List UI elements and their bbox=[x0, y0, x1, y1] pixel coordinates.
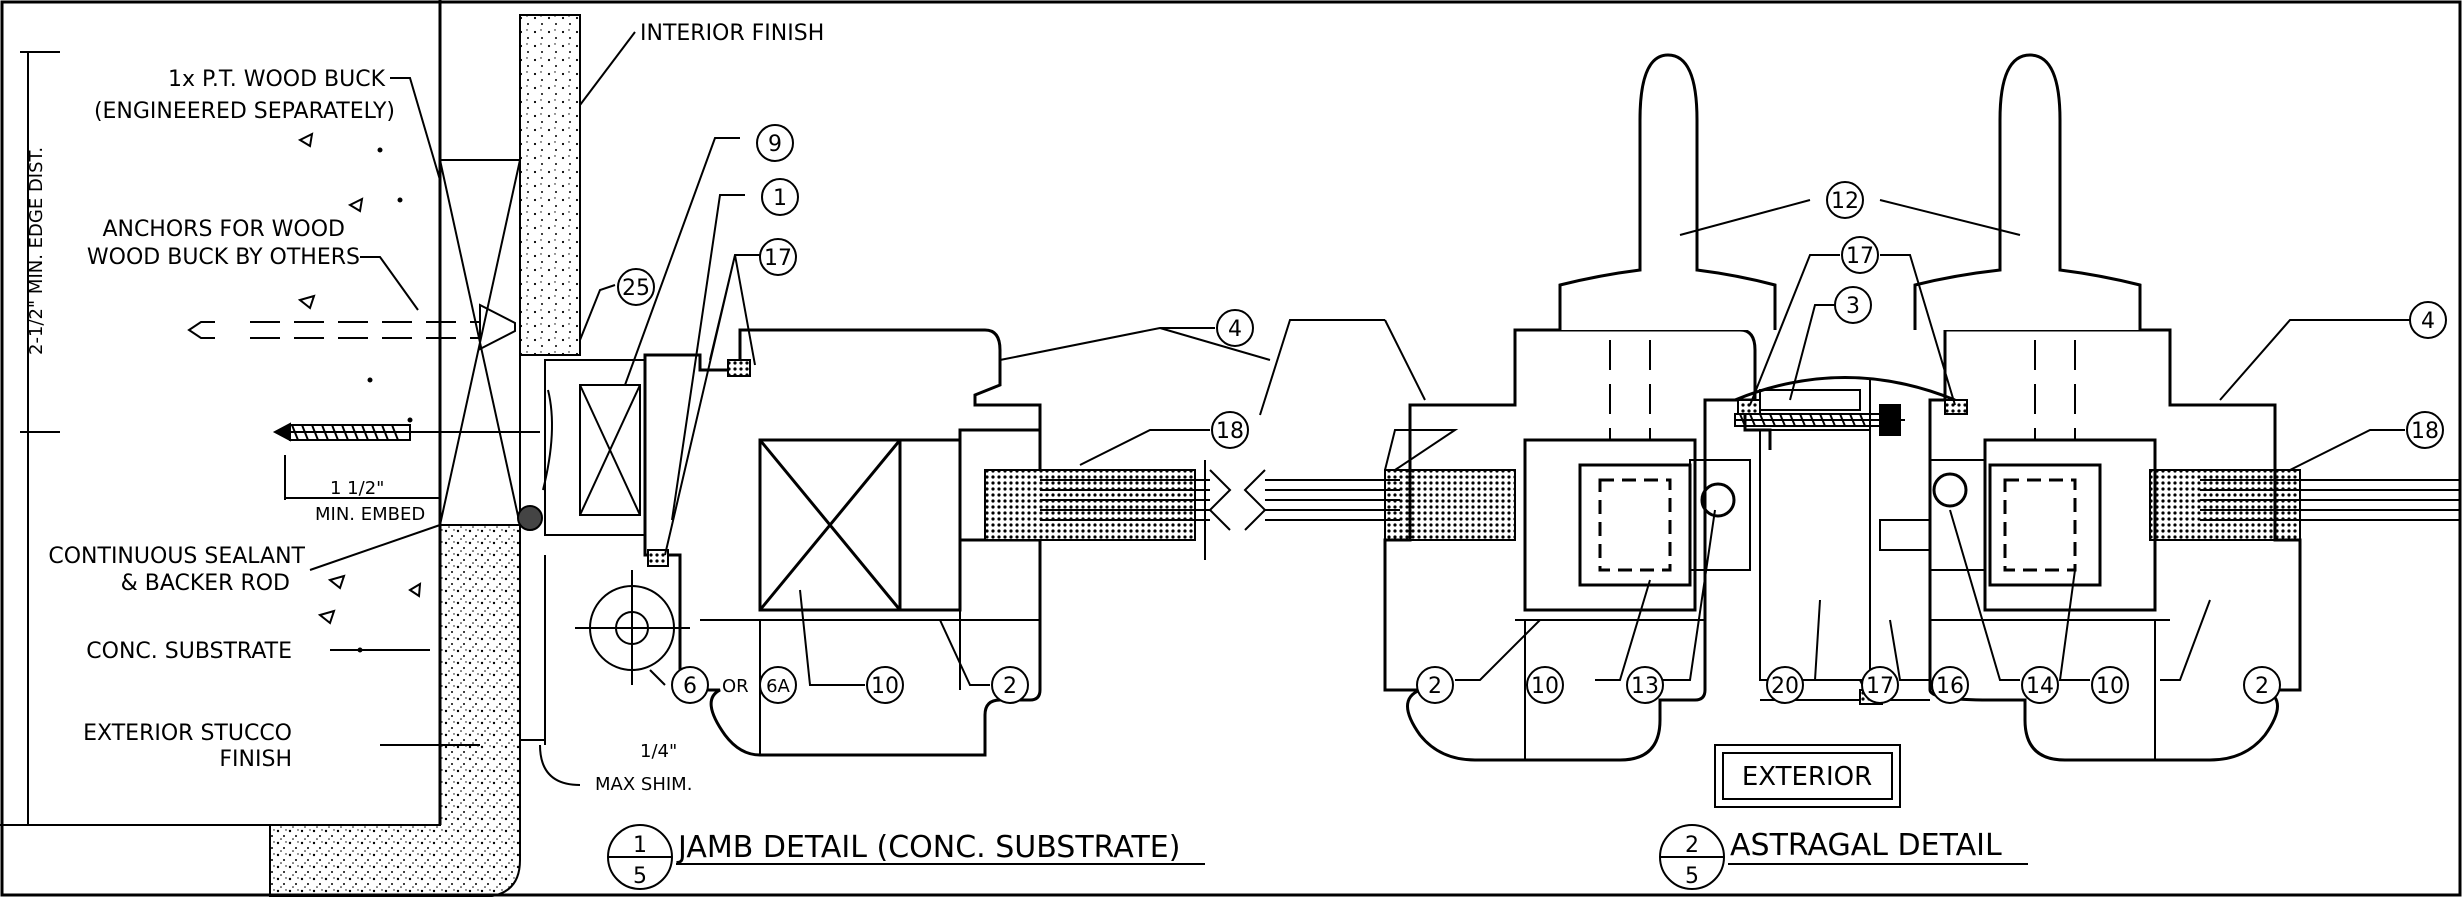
label-wood-buck-1: 1x P.T. WOOD BUCK bbox=[168, 67, 386, 92]
svg-text:12: 12 bbox=[1831, 189, 1859, 214]
svg-text:17: 17 bbox=[1866, 674, 1894, 699]
callout-4-right: 4 bbox=[2409, 301, 2447, 339]
callout-13: 13 bbox=[1626, 666, 1664, 704]
svg-text:4: 4 bbox=[2421, 309, 2435, 334]
label-or: OR bbox=[722, 676, 749, 697]
jamb-title-number: 1 bbox=[633, 833, 647, 858]
svg-text:4: 4 bbox=[1228, 317, 1242, 342]
svg-text:17: 17 bbox=[764, 246, 792, 271]
anchor-clip bbox=[575, 570, 690, 685]
astragal-glazing-left bbox=[1243, 469, 1516, 541]
label-shim-1: 1/4" bbox=[640, 741, 677, 762]
label-interior-finish: INTERIOR FINISH bbox=[640, 21, 824, 46]
callout-3: 3 bbox=[1834, 286, 1872, 324]
callout-16: 16 bbox=[1931, 666, 1969, 704]
astragal-detail: 12 17 3 4 18 2 10 13 20 17 16 14 10 2 EX… bbox=[1243, 53, 2460, 890]
callout-4: 4 bbox=[1216, 309, 1254, 347]
callout-18: 18 bbox=[1211, 411, 1249, 449]
astragal-sash-left bbox=[1383, 328, 1757, 762]
label-wood-buck-2: (ENGINEERED SEPARATELY) bbox=[94, 99, 395, 124]
callout-18-right: 18 bbox=[2406, 411, 2444, 449]
svg-text:2: 2 bbox=[2255, 674, 2269, 699]
svg-text:3: 3 bbox=[1846, 294, 1860, 319]
svg-text:17: 17 bbox=[1846, 244, 1874, 269]
callout-2-right: 2 bbox=[2243, 666, 2281, 704]
svg-text:13: 13 bbox=[1631, 674, 1659, 699]
callout-10: 10 bbox=[866, 666, 904, 704]
svg-text:14: 14 bbox=[2026, 674, 2054, 699]
label-sealant-1: CONTINUOUS SEALANT bbox=[48, 544, 305, 569]
svg-text:10: 10 bbox=[2096, 674, 2124, 699]
callout-9: 9 bbox=[756, 124, 794, 162]
svg-text:6: 6 bbox=[683, 674, 697, 699]
svg-text:10: 10 bbox=[1531, 674, 1559, 699]
astragal-title-text: ASTRAGAL DETAIL bbox=[1730, 828, 2002, 863]
label-embed-1: 1 1/2" bbox=[330, 478, 384, 499]
svg-text:1: 1 bbox=[773, 186, 787, 211]
callout-17: 17 bbox=[759, 238, 797, 276]
exterior-label-box: EXTERIOR bbox=[1714, 744, 1901, 808]
interior-finish-wall bbox=[519, 14, 581, 356]
callout-10-left: 10 bbox=[1526, 666, 1564, 704]
astragal-title: 2 5 ASTRAGAL DETAIL bbox=[1659, 824, 2028, 890]
anchor bbox=[187, 303, 516, 351]
callout-6: 6 bbox=[671, 666, 709, 704]
dimension-lines bbox=[20, 51, 546, 745]
label-edge-dist: 2-1/2" MIN. EDGE DIST. bbox=[26, 147, 47, 355]
svg-text:20: 20 bbox=[1771, 674, 1799, 699]
astragal-title-sheet: 5 bbox=[1685, 864, 1699, 889]
jamb-frame-extrusion bbox=[643, 328, 1042, 757]
callout-17-top: 17 bbox=[1841, 236, 1879, 274]
callout-2-left: 2 bbox=[1416, 666, 1454, 704]
astragal-glazing-right bbox=[2149, 469, 2460, 541]
callout-25: 25 bbox=[617, 268, 655, 306]
jamb-leaders bbox=[309, 31, 1271, 786]
svg-text:2: 2 bbox=[1428, 674, 1442, 699]
concrete-hatch bbox=[297, 132, 422, 653]
backer-rod bbox=[517, 505, 543, 531]
astragal-screw bbox=[1734, 404, 1905, 436]
label-sealant-2: & BACKER ROD bbox=[121, 571, 290, 596]
jamb-glazing bbox=[984, 460, 1232, 560]
svg-text:18: 18 bbox=[2411, 419, 2439, 444]
label-anchors-2: WOOD BUCK BY OTHERS bbox=[87, 245, 360, 270]
label-exterior: EXTERIOR bbox=[1742, 762, 1872, 792]
jamb-detail: INTERIOR FINISH 1x P.T. WOOD BUCK (ENGIN… bbox=[0, 0, 1271, 897]
label-anchors-1: ANCHORS FOR WOOD bbox=[102, 217, 345, 242]
label-shim-2: MAX SHIM. bbox=[595, 774, 692, 795]
callout-1: 1 bbox=[761, 178, 799, 216]
frame-spacer bbox=[542, 359, 646, 536]
label-embed-2: MIN. EMBED bbox=[315, 504, 425, 525]
svg-text:18: 18 bbox=[1216, 419, 1244, 444]
svg-text:10: 10 bbox=[871, 674, 899, 699]
handle-left bbox=[1558, 53, 1777, 330]
svg-text:2: 2 bbox=[1003, 674, 1017, 699]
callout-20: 20 bbox=[1766, 666, 1804, 704]
astragal-leaders bbox=[1259, 199, 2410, 701]
jamb-title-text: JAMB DETAIL (CONC. SUBSTRATE) bbox=[676, 830, 1180, 865]
callout-14: 14 bbox=[2021, 666, 2059, 704]
callout-17-bottom: 17 bbox=[1861, 666, 1899, 704]
callout-12: 12 bbox=[1826, 181, 1864, 219]
label-stucco-2: FINISH bbox=[219, 747, 292, 772]
screw bbox=[272, 422, 540, 442]
callout-2: 2 bbox=[991, 666, 1029, 704]
jamb-title-sheet: 5 bbox=[633, 864, 647, 889]
svg-text:25: 25 bbox=[622, 276, 650, 301]
label-stucco-1: EXTERIOR STUCCO bbox=[83, 721, 292, 746]
handle-right bbox=[1913, 53, 2142, 330]
callout-10-right: 10 bbox=[2091, 666, 2129, 704]
jamb-title: 1 5 JAMB DETAIL (CONC. SUBSTRATE) bbox=[607, 824, 1205, 890]
callout-6a: 6A bbox=[759, 666, 797, 704]
svg-text:9: 9 bbox=[768, 132, 782, 157]
stucco-finish bbox=[269, 524, 521, 897]
label-conc-substrate: CONC. SUBSTRATE bbox=[86, 639, 292, 664]
svg-text:16: 16 bbox=[1936, 674, 1964, 699]
svg-text:6A: 6A bbox=[766, 676, 790, 697]
astragal-title-number: 2 bbox=[1685, 833, 1699, 858]
